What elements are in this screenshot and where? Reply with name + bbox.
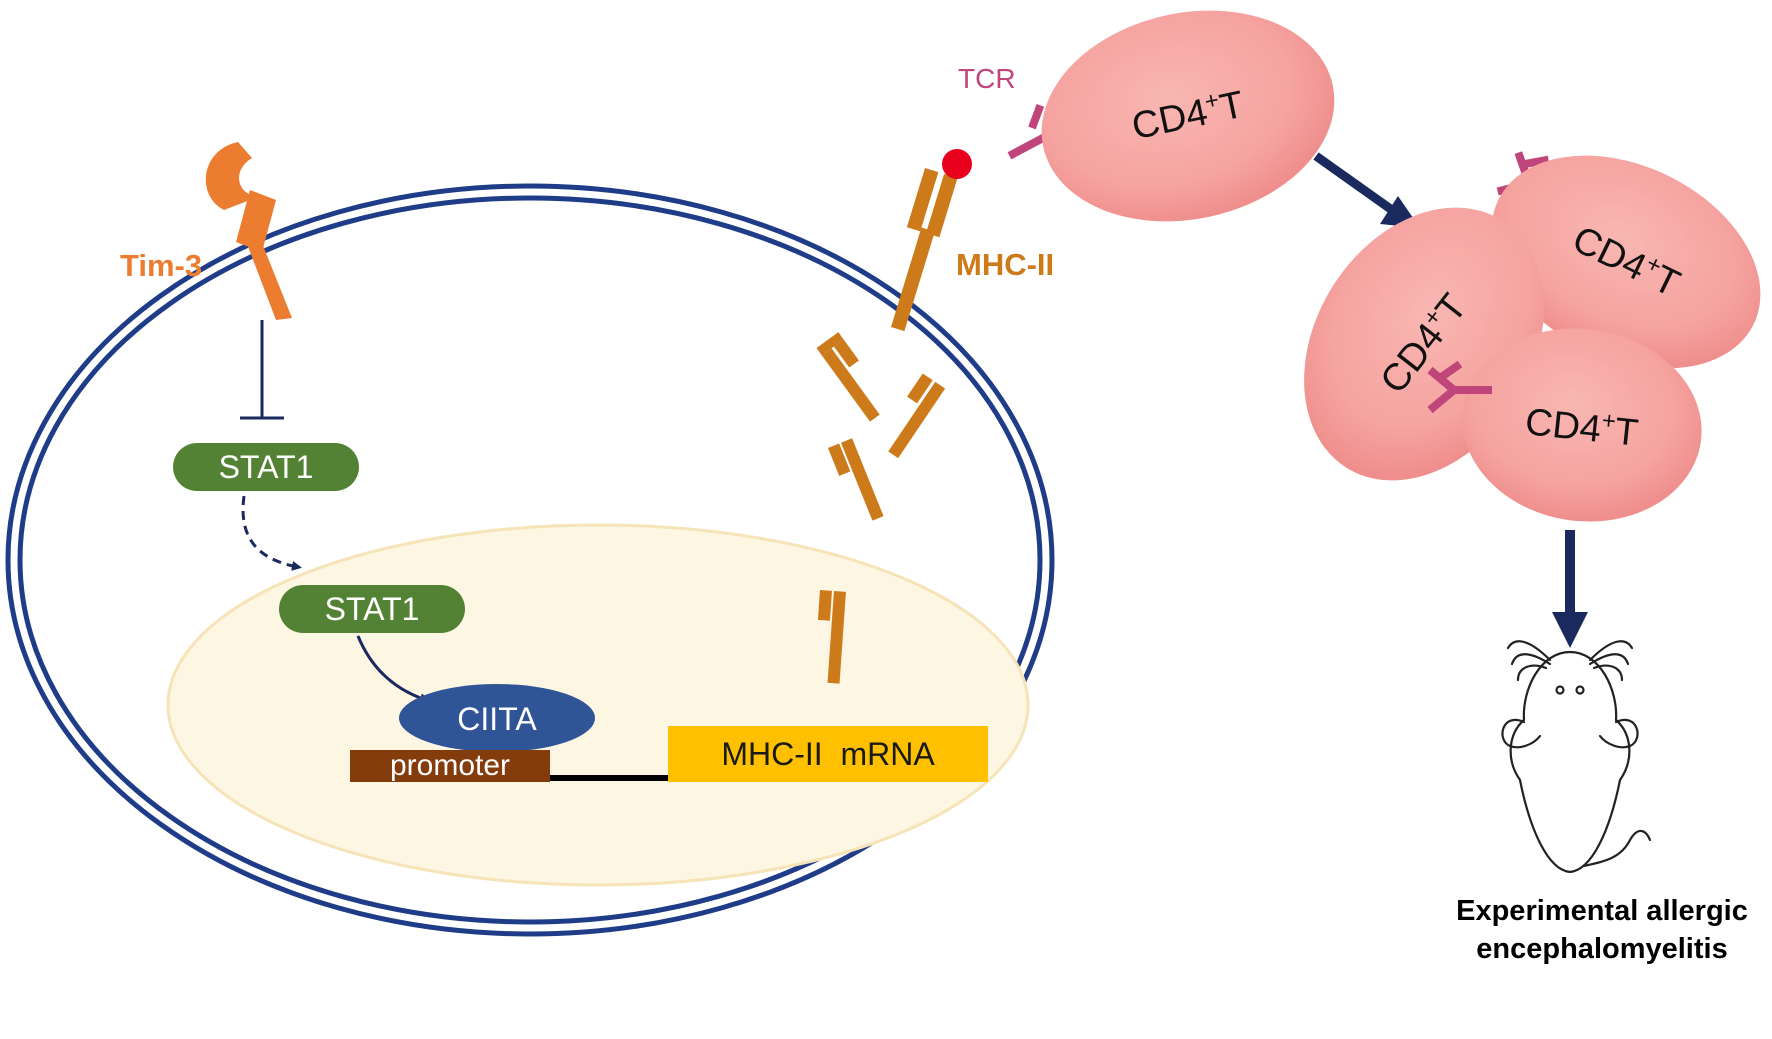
cd4-sup-1: + [1202, 87, 1221, 116]
mhc2-label: MHC-II [956, 247, 1054, 282]
mhc2-fragments [816, 332, 946, 684]
ciita: CIITA [399, 684, 595, 752]
ciita-label: CIITA [457, 701, 537, 737]
disease-label-line2: encephalomyelitis [1476, 933, 1727, 965]
mhc2-receptor [891, 168, 958, 332]
mouse-icon [1501, 640, 1652, 874]
promoter-label: promoter [390, 749, 510, 782]
antigen-dot [942, 149, 972, 179]
tcr-receptor-4 [1427, 360, 1492, 414]
tim3-label: Tim-3 [120, 248, 202, 283]
cd4-label-4: CD4 [1523, 401, 1603, 451]
cd4-t-cell-2: CD4+T [1491, 151, 1761, 369]
stat1-nucleus-label: STAT1 [325, 591, 420, 627]
tcr-label: TCR [958, 63, 1016, 94]
stat1-cytoplasm: STAT1 [173, 443, 359, 491]
svg-text:CD4+T: CD4+T [1523, 399, 1640, 455]
proliferation-arrow [1313, 152, 1420, 228]
stat1-cytoplasm-label: STAT1 [219, 449, 314, 485]
promoter-box [350, 750, 550, 782]
translocation-arrow [241, 495, 302, 571]
cd4-suffix-4: T [1613, 411, 1640, 455]
cell-membrane [5, 183, 1055, 937]
disease-label-line1: Experimental allergic [1456, 895, 1748, 927]
inhibition-arrow [240, 320, 284, 420]
cd4-sup-4: + [1601, 407, 1618, 435]
disease-arrow [1552, 530, 1588, 648]
nucleus [166, 523, 1030, 887]
mrna-box [668, 726, 988, 782]
cd4-t-cell-4: CD4+T [1427, 328, 1702, 522]
tim3-receptor [205, 142, 292, 320]
cd4-t-cell-1: CD4+T [1007, 10, 1335, 222]
mrna-label: MHC-II mRNA [721, 736, 935, 772]
stat1-nucleus: STAT1 [279, 585, 465, 633]
activation-arrow [356, 635, 430, 703]
